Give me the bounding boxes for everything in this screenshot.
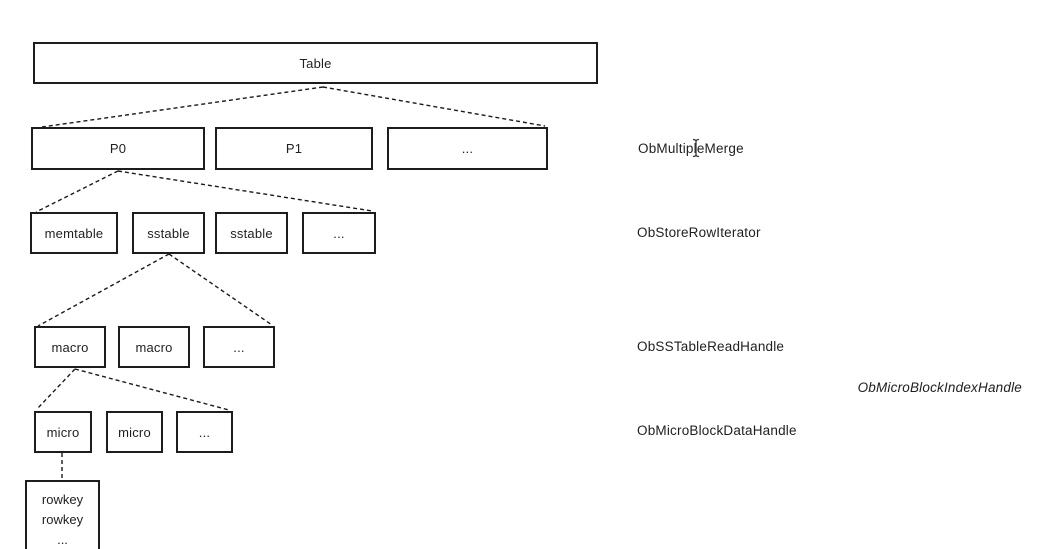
store-box-more: ...: [302, 212, 376, 254]
partition-box-p1: P1: [215, 127, 373, 170]
macro-box-2: macro: [118, 326, 190, 368]
partition-box-more: ...: [387, 127, 548, 170]
rowkey-line-2: rowkey: [41, 512, 84, 527]
text-cursor-icon: [692, 138, 700, 158]
sstable-box-2: sstable: [215, 212, 288, 254]
memtable-box: memtable: [30, 212, 118, 254]
sstable-box-1: sstable: [132, 212, 205, 254]
macro-box-more: ...: [203, 326, 275, 368]
annotation-ob-micro-block-data-handle: ObMicroBlockDataHandle: [637, 423, 797, 438]
annotation-ob-multiple-merge: ObMultipleMerge: [638, 141, 744, 156]
micro-box-2: micro: [106, 411, 163, 453]
rowkey-line-more: ...: [57, 532, 68, 547]
annotation-ob-sstable-read-handle: ObSSTableReadHandle: [637, 339, 785, 354]
rowkey-box: rowkey rowkey ...: [25, 480, 100, 549]
micro-box-1: micro: [34, 411, 92, 453]
rowkey-line-1: rowkey: [41, 492, 84, 507]
annotation-ob-store-row-iterator: ObStoreRowIterator: [637, 225, 761, 240]
annotation-ob-micro-block-index-handle: ObMicroBlockIndexHandle: [857, 380, 1022, 395]
table-box: Table: [33, 42, 598, 84]
micro-box-more: ...: [176, 411, 233, 453]
partition-box-p0: P0: [31, 127, 205, 170]
macro-box-1: macro: [34, 326, 106, 368]
